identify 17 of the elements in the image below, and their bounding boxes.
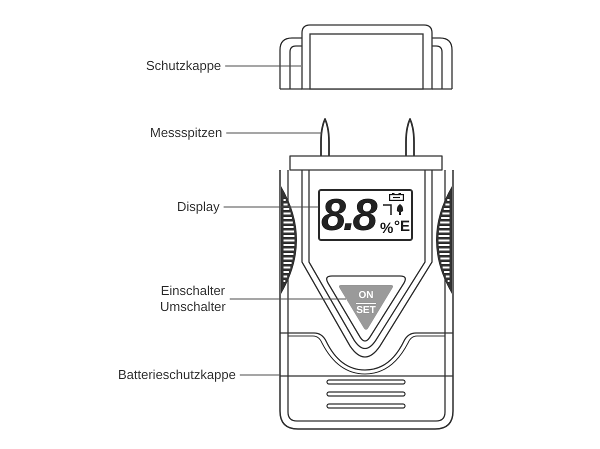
leader-line [229, 298, 346, 300]
button-label: SET [356, 303, 376, 316]
part-label: Schutzkappe [146, 58, 222, 74]
part-label: Batterieschutzkappe [118, 367, 236, 383]
leader-line [226, 132, 322, 134]
unit-symbol: °E [394, 218, 410, 235]
button-label: ON [358, 291, 374, 301]
part-label: Display [177, 199, 220, 215]
protective-cap [301, 24, 434, 91]
lcd-digits: 8.8 [321, 192, 376, 238]
part-label: Messspitzen [150, 125, 222, 141]
lcd-display [318, 189, 413, 241]
leader-line [239, 374, 280, 376]
percent-sign: % [380, 220, 394, 237]
leader-line [223, 206, 318, 208]
on-set-button [338, 284, 394, 331]
part-label: Einschalter Umschalter [160, 283, 226, 315]
